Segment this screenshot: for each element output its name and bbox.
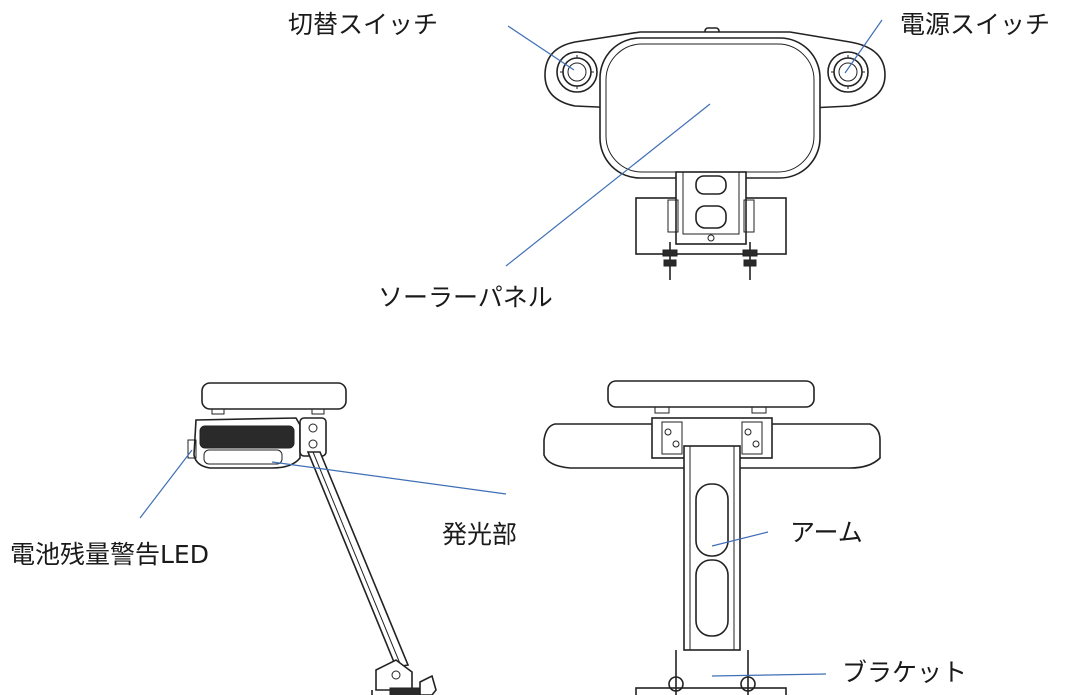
label-battery-led: 電池残量警告LED	[10, 540, 209, 569]
side-arm	[306, 451, 410, 668]
side-led	[187, 439, 197, 459]
top-arm-inner	[682, 171, 740, 235]
label-power-switch: 電源スイッチ	[900, 10, 1051, 39]
leader-battery-led	[139, 449, 193, 519]
leader-mode-switch	[507, 25, 575, 71]
front-foot-2	[751, 406, 767, 414]
side-panel	[201, 382, 347, 410]
front-foot-1	[654, 406, 670, 414]
top-bolts	[662, 242, 758, 280]
side-view	[187, 382, 437, 695]
top-side-left	[667, 199, 679, 233]
top-side-right	[743, 199, 755, 233]
power-switch-shape	[827, 51, 869, 93]
side-bolt	[389, 687, 421, 695]
label-solar-panel: ソーラーパネル	[378, 283, 553, 312]
solar-panel-shape	[599, 37, 821, 179]
front-arm-slot-2	[695, 559, 729, 637]
side-light-lens	[203, 449, 283, 465]
leader-arm	[711, 531, 769, 547]
label-mode-switch: 切替スイッチ	[288, 10, 439, 39]
leader-bracket	[711, 673, 827, 677]
side-wing-nut	[419, 674, 437, 695]
front-arm-inner	[689, 445, 735, 651]
top-arm-hole	[707, 234, 715, 242]
front-bracket-bolts	[668, 650, 756, 695]
leader-solar-panel	[505, 103, 711, 267]
front-view	[543, 380, 881, 695]
top-arm-slot-2	[695, 205, 727, 229]
label-arm: アーム	[790, 518, 863, 547]
leader-lines	[139, 19, 883, 677]
mode-switch-shape	[556, 51, 598, 93]
side-light-dark-band	[199, 425, 295, 449]
side-foot-2	[311, 408, 325, 415]
label-bracket: ブラケット	[842, 658, 968, 687]
front-mount-right	[741, 421, 763, 455]
top-view	[544, 27, 886, 280]
front-bracket	[635, 687, 787, 695]
leader-power-switch	[844, 19, 883, 74]
front-mount-left	[661, 421, 683, 455]
front-panel	[607, 380, 815, 408]
side-clamp-head	[375, 659, 413, 691]
label-light-emitter: 発光部	[442, 520, 518, 549]
top-arm-slot-1	[695, 175, 727, 195]
leader-light-emitter	[271, 461, 507, 495]
side-foot-1	[211, 408, 225, 415]
front-arm-slot-1	[695, 483, 729, 557]
